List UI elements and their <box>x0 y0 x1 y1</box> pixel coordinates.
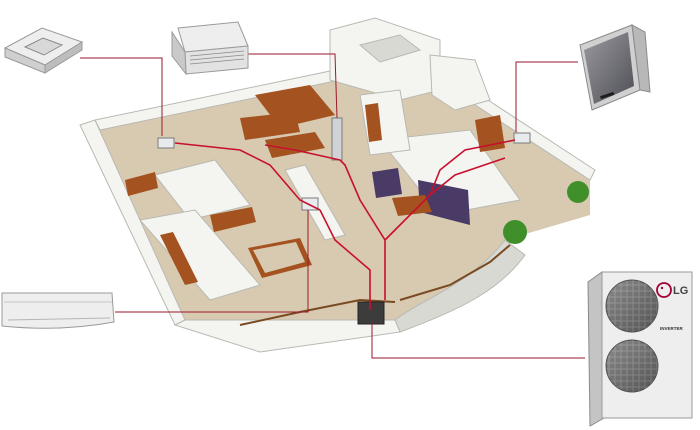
floor-ceiling-unit <box>172 22 248 74</box>
outdoor-badge: INVERTER <box>660 326 684 331</box>
armchair <box>372 168 402 198</box>
outdoor-brand: LG <box>673 285 688 297</box>
house-floorplan <box>80 18 595 352</box>
wall-mounted-unit <box>2 293 114 328</box>
indoor-unit-bedroom-left <box>158 138 174 148</box>
callout-art-cool <box>516 62 578 132</box>
lg-logo-dot <box>661 287 663 289</box>
outdoor-unit-in-house <box>358 302 384 324</box>
indoor-unit-right-room <box>514 133 530 143</box>
ceiling-cassette-unit <box>5 28 82 73</box>
outdoor-inverter-unit: LG INVERTER <box>588 272 692 426</box>
outdoor-fan-bottom-grill <box>606 340 658 392</box>
outdoor-fan-top-grill <box>606 280 658 332</box>
plant-1 <box>503 220 527 244</box>
plant-2 <box>567 181 589 203</box>
outer-wall-bottom <box>175 320 400 352</box>
art-cool-panel-unit <box>580 25 650 110</box>
indoor-unit-kitchen-column <box>332 118 342 160</box>
wallmount-body <box>2 293 114 328</box>
